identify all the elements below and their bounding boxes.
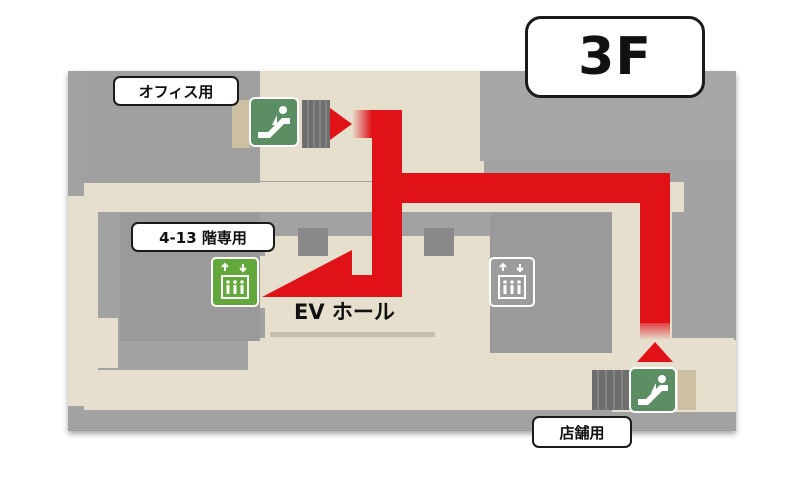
elevator-icon <box>211 257 259 307</box>
route-end-arrow <box>330 108 352 140</box>
route-start-arrow <box>637 342 673 362</box>
floor-badge: 3F <box>525 16 705 98</box>
ev-hall-label: EV ホール <box>294 300 395 324</box>
route-path <box>262 110 670 340</box>
office-escalator-steps <box>232 100 330 148</box>
escalator-icon <box>629 367 677 413</box>
shop-escalator-steps <box>592 370 696 410</box>
escalator-icon <box>249 97 299 147</box>
elevator-floors-label: 4-13 階専用 <box>131 222 275 252</box>
shop-escalator-label: 店舗用 <box>532 416 632 448</box>
office-escalator-label: オフィス用 <box>113 76 239 106</box>
elevator-icon <box>489 257 535 307</box>
